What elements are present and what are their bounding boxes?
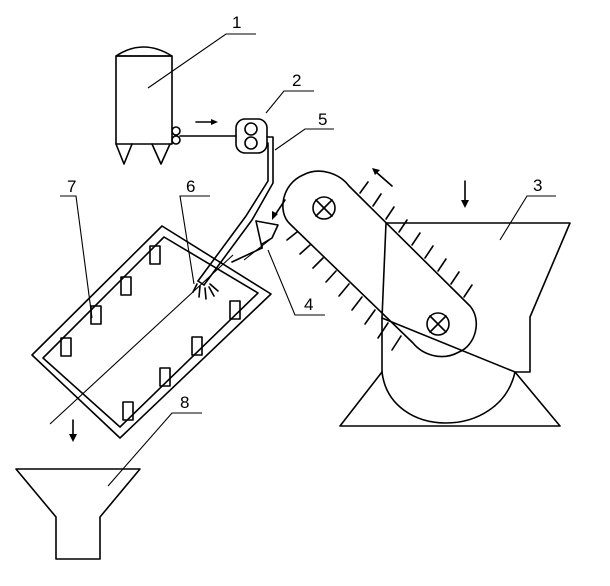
- belt-buckets: [286, 181, 473, 351]
- label-3: 3: [533, 176, 542, 195]
- inclined-drum: [31, 225, 272, 439]
- storage-tank: [115, 46, 237, 165]
- elevator-hopper: [339, 222, 571, 427]
- leader-lines: [60, 33, 556, 487]
- arrow-down-left-icon: [272, 199, 286, 220]
- arrow-down-icon: [461, 180, 469, 208]
- label-2: 2: [292, 71, 301, 90]
- label-7: 7: [67, 177, 76, 196]
- feed-pipe: [197, 136, 274, 286]
- label-4: 4: [304, 295, 313, 314]
- spray-nozzle: [192, 280, 219, 300]
- arrow-right-icon: [195, 119, 218, 125]
- pump: [235, 118, 268, 154]
- label-5: 5: [318, 110, 327, 129]
- arrow-down-icon: [69, 419, 77, 442]
- arrow-up-left-icon: [372, 168, 393, 187]
- belt-elevator: [282, 170, 478, 358]
- drum-paddles: [60, 245, 241, 421]
- label-8: 8: [180, 393, 189, 412]
- label-6: 6: [186, 177, 195, 196]
- outlet-hopper: [15, 468, 141, 560]
- label-1: 1: [232, 13, 241, 32]
- discharge-chute: [231, 220, 279, 263]
- flow-arrows: [69, 119, 469, 442]
